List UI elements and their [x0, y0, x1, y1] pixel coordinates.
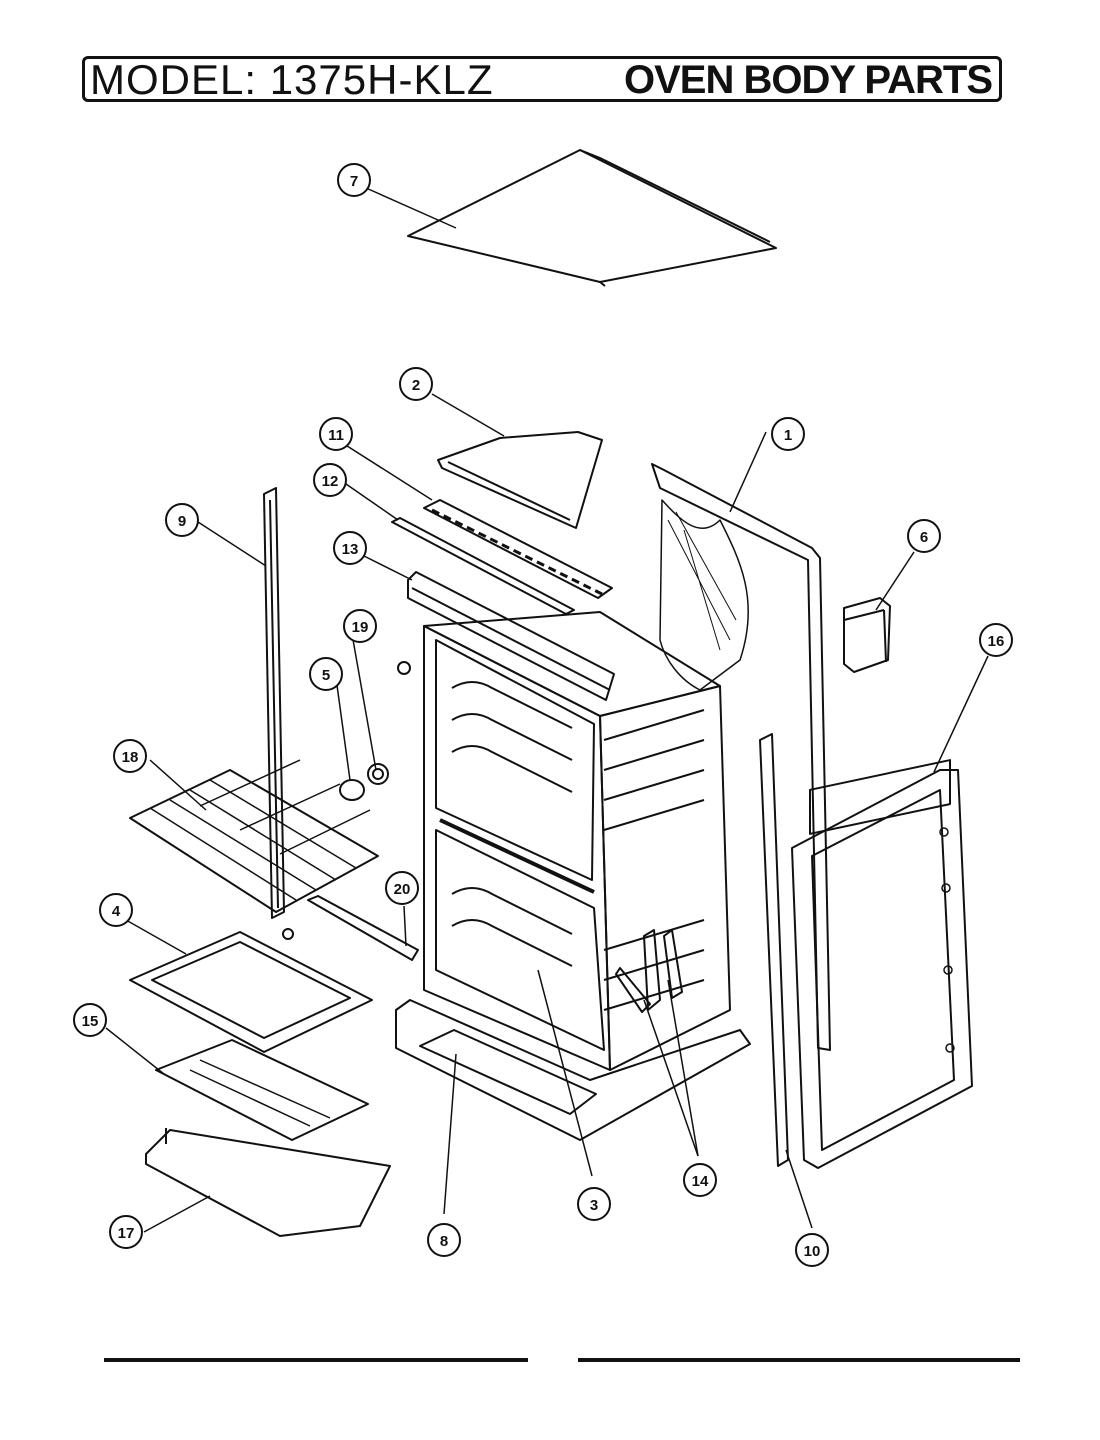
callout-circle-17 — [109, 1215, 143, 1249]
callout-circle-2 — [399, 367, 433, 401]
part-bottom-pan — [395, 999, 751, 1141]
callout-circle-6 — [907, 519, 941, 553]
callout-circle-9 — [165, 503, 199, 537]
callout-circle-1 — [771, 417, 805, 451]
callout-circle-8 — [427, 1223, 461, 1257]
footer-rule-right — [578, 1358, 1020, 1362]
callout-label-12: 12 — [322, 473, 339, 490]
callout-label-8: 8 — [440, 1233, 448, 1250]
callout-label-4: 4 — [112, 903, 121, 920]
part-box — [843, 597, 891, 673]
callout-label-15: 15 — [82, 1013, 99, 1030]
part-oven-cavity — [397, 611, 731, 1071]
callout-circle-3 — [577, 1187, 611, 1221]
callout-label-14: 14 — [692, 1173, 709, 1190]
callout-label-13: 13 — [342, 541, 359, 558]
callout-label-19: 19 — [352, 619, 369, 636]
callout-circle-15 — [73, 1003, 107, 1037]
callout-label-16: 16 — [988, 633, 1005, 650]
callout-label-18: 18 — [122, 749, 139, 766]
part-door-handle — [145, 1128, 391, 1237]
callout-label-7: 7 — [350, 173, 358, 190]
part-side-rail — [759, 733, 789, 1167]
callout-circle-10 — [795, 1233, 829, 1267]
callout-label-5: 5 — [322, 667, 330, 684]
callout-circle-11 — [319, 417, 353, 451]
callout-label-11: 11 — [328, 427, 344, 444]
part-hinges — [615, 929, 683, 1013]
part-vent-strip — [423, 499, 613, 599]
callout-label-2: 2 — [412, 377, 420, 394]
part-side-panel — [651, 463, 831, 1051]
callout-circle-16 — [979, 623, 1013, 657]
callout-label-20: 20 — [394, 881, 411, 898]
callout-circle-12 — [313, 463, 347, 497]
part-door-panel — [155, 1039, 369, 1141]
part-vertical-rail — [263, 487, 285, 919]
callout-label-6: 6 — [920, 529, 928, 546]
callout-circle-7 — [337, 163, 371, 197]
callout-circle-14 — [683, 1163, 717, 1197]
callout-label-10: 10 — [804, 1243, 821, 1260]
callout-label-1: 1 — [784, 427, 792, 444]
callout-circle-20 — [385, 871, 419, 905]
callout-label-9: 9 — [178, 513, 186, 530]
title-frame — [82, 56, 1002, 102]
part-bracket — [282, 895, 419, 961]
part-door-frame — [129, 931, 373, 1053]
part-strip — [391, 517, 575, 615]
part-trim-channel — [407, 571, 615, 701]
callout-label-3: 3 — [590, 1197, 598, 1214]
callout-circle-13 — [333, 531, 367, 565]
callout-circle-4 — [99, 893, 133, 927]
section-title: OVEN BODY PARTS — [623, 58, 993, 102]
part-oven-rack — [129, 759, 379, 913]
model-title: MODEL: 1375H-KLZ — [90, 56, 494, 103]
callout-circle-5 — [309, 657, 343, 691]
part-top-panel — [407, 149, 777, 287]
callout-circle-18 — [113, 739, 147, 773]
callout-label-17: 17 — [118, 1225, 135, 1242]
part-shield — [437, 431, 603, 529]
part-knob — [339, 763, 389, 801]
part-outer-side — [791, 759, 973, 1169]
footer-rule-left — [104, 1358, 528, 1362]
callout-circle-19 — [343, 609, 377, 643]
